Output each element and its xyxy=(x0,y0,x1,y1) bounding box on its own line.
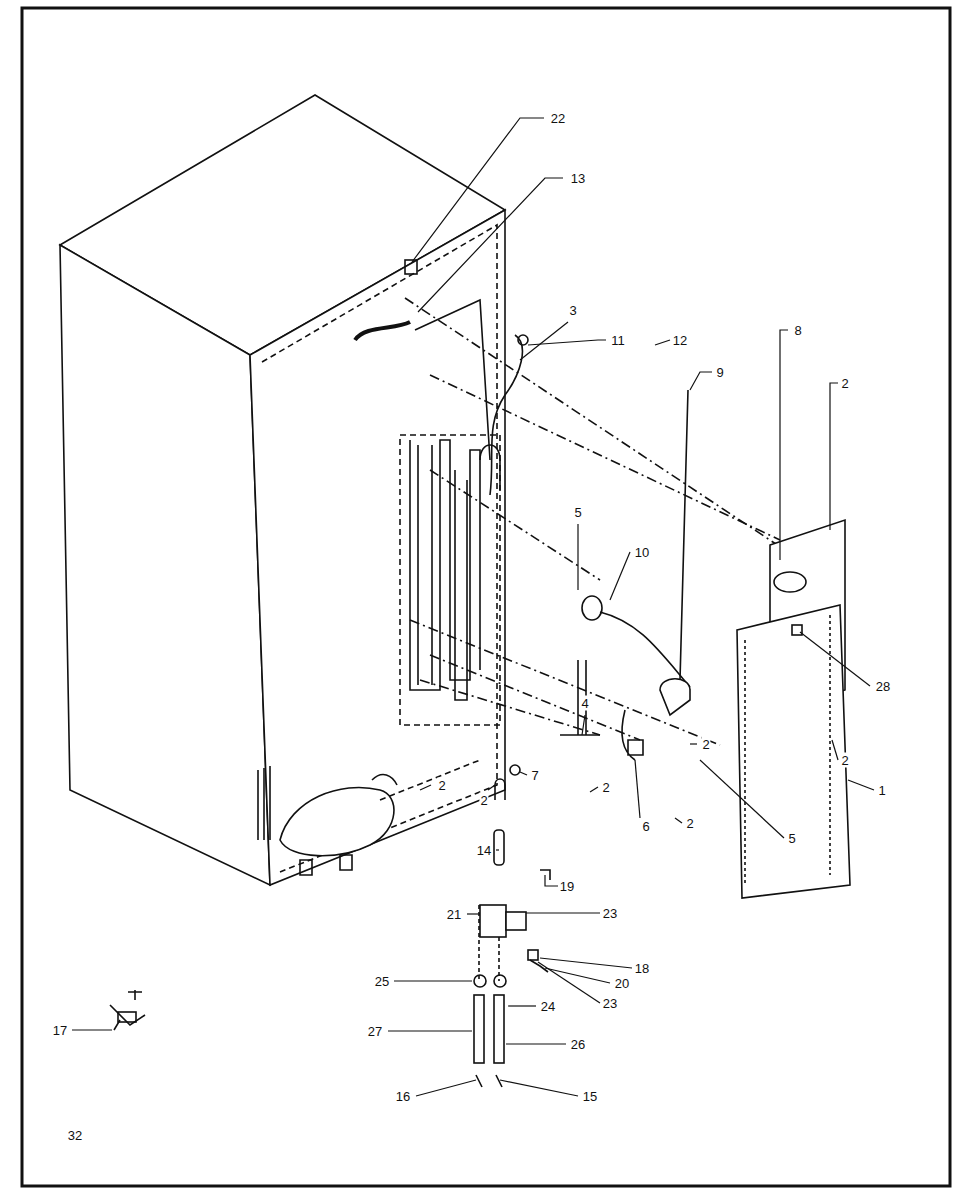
callout-number: 24 xyxy=(540,999,556,1014)
callout-number: 20 xyxy=(614,976,630,991)
callout-number: 9 xyxy=(715,365,724,380)
callout-number: 17 xyxy=(52,1023,68,1038)
callout-number: 14 xyxy=(476,843,492,858)
callout-number: 10 xyxy=(634,545,650,560)
callout-number: 23 xyxy=(602,996,618,1011)
callout-number: 13 xyxy=(570,171,586,186)
callout-number: 16 xyxy=(395,1089,411,1104)
callout-number: 5 xyxy=(573,505,582,520)
callout-number: 23 xyxy=(602,906,618,921)
callout-number: 27 xyxy=(367,1024,383,1039)
callout-number: 4 xyxy=(580,696,589,711)
callout-number: 28 xyxy=(875,679,891,694)
callout-number: 2 xyxy=(701,737,710,752)
callout-number: 6 xyxy=(641,819,650,834)
callout-number: 8 xyxy=(793,323,802,338)
callout-number: 26 xyxy=(570,1037,586,1052)
callout-number: 12 xyxy=(672,333,688,348)
callout-number: 1 xyxy=(877,783,886,798)
callout-number: 15 xyxy=(582,1089,598,1104)
callout-number: 18 xyxy=(634,961,650,976)
callout-number: 2 xyxy=(601,780,610,795)
callout-number: 7 xyxy=(530,768,539,783)
callout-number: 11 xyxy=(610,333,626,348)
callout-number: 2 xyxy=(840,376,849,391)
callout-number: 2 xyxy=(840,753,849,768)
page-number: 32 xyxy=(67,1128,83,1143)
callout-number: 22 xyxy=(550,111,566,126)
callout-number: 3 xyxy=(568,303,577,318)
callout-number: 2 xyxy=(685,816,694,831)
callout-number: 5 xyxy=(787,831,796,846)
callout-number: 25 xyxy=(374,974,390,989)
callout-number: 2 xyxy=(437,778,446,793)
callout-number: 21 xyxy=(446,907,462,922)
callout-number: 2 xyxy=(479,793,488,808)
callout-number: 19 xyxy=(559,879,575,894)
